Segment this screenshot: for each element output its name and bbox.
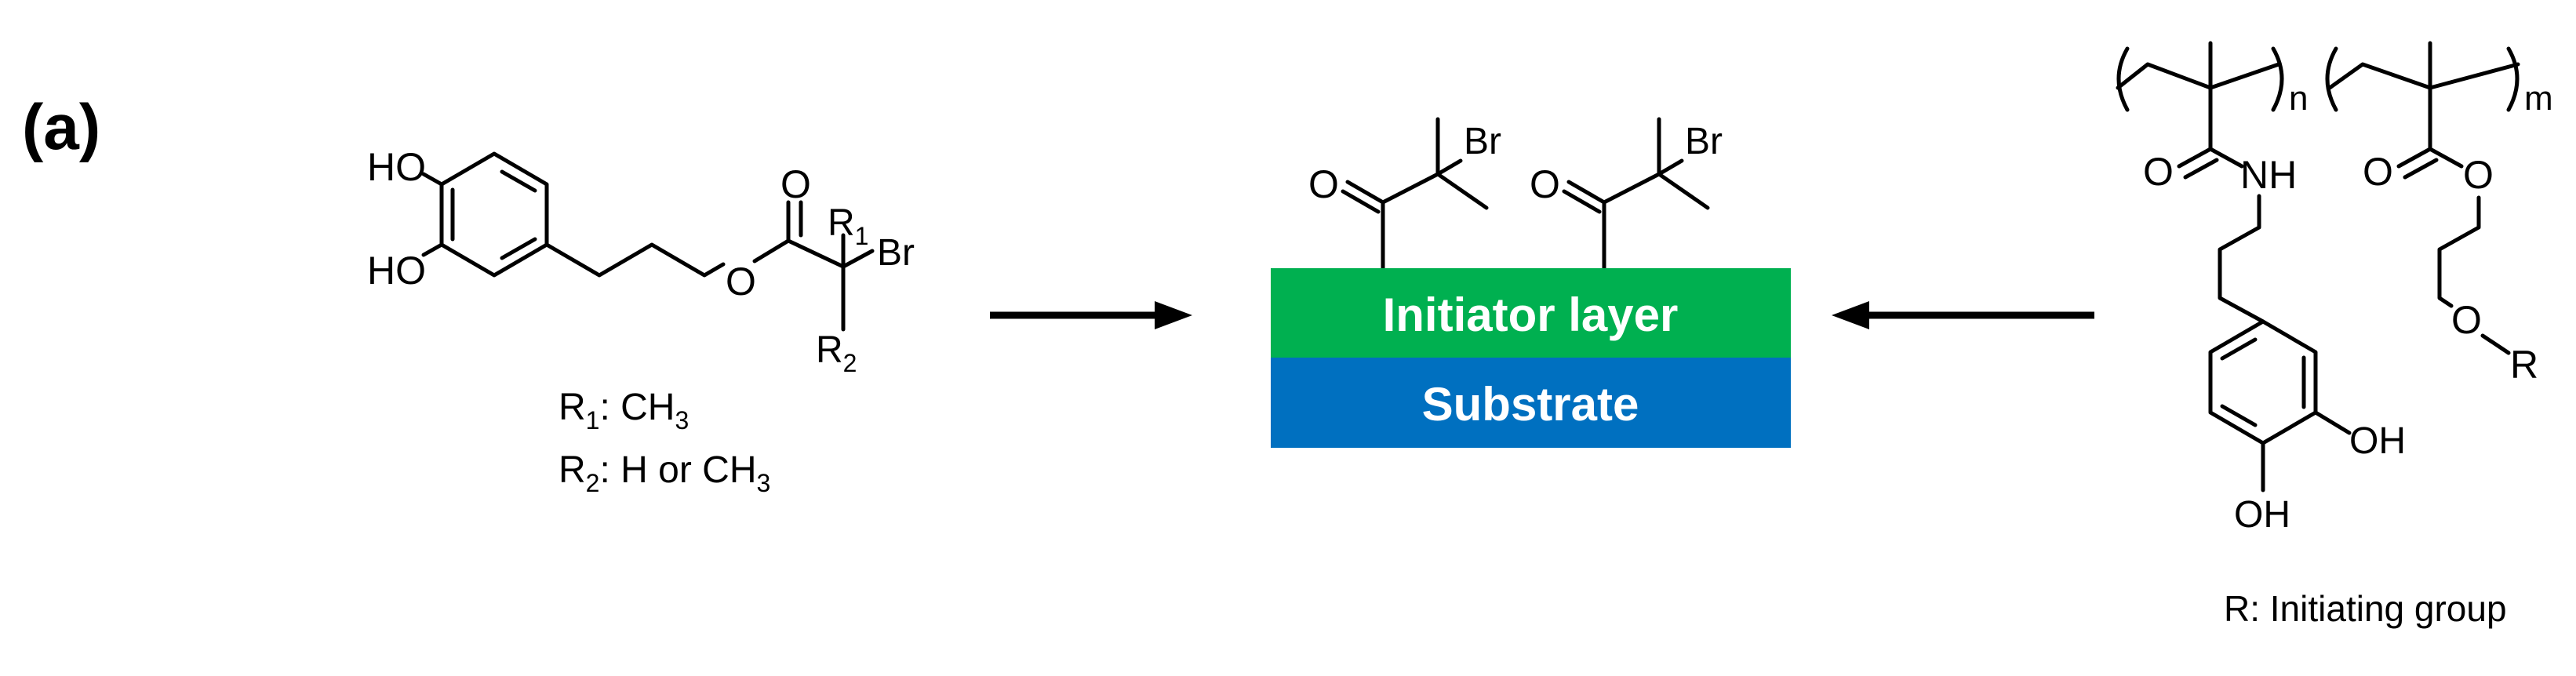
right-copolymer-molecule: n m O NH OH OH O O O R [2116,41,2553,629]
ring-double-bond [500,237,537,260]
oh-bond-right [2313,410,2352,435]
br1-label: Br [1464,121,1501,162]
dopamine-ring [2208,319,2318,445]
oh-right-label: OH [2349,420,2406,462]
backbone-m [2327,62,2520,90]
oh-bond-top [421,172,444,187]
amide-o-label: O [2143,150,2174,194]
ring-double-bond [2220,337,2258,361]
r2-label: R2 [816,329,857,377]
ethylamine-chain [2218,194,2265,324]
backbone-n [2116,62,2281,90]
substrate-band [1271,358,1791,448]
br2-label: Br [1685,121,1723,162]
left-initiator-molecule: HO HO O O R1 Br R2 R1: CH3 R2: H or CH3 [367,145,915,497]
carbonyl-double [1562,189,1602,214]
catechol-ring [439,151,549,278]
o-r-bond [2480,333,2511,355]
c-c-bond [1381,172,1440,205]
ester-o-top-label: O [2363,150,2393,194]
ester-o-bond [2428,147,2464,169]
methyl-right [1435,172,1489,210]
ester-o-bottom: O [726,260,756,303]
ring-double-bond [500,169,537,193]
o-r-label: O [2451,298,2482,342]
substrate-label: Substrate [1422,378,1639,431]
carbonyl-double [1341,189,1381,214]
bracket-m-right [2506,46,2520,112]
sub-m: m [2524,79,2553,118]
carbonyl-bond [1345,180,1385,205]
amide-co [2177,147,2213,169]
initiator-layer-label: Initiator layer [1383,289,1679,341]
oh-top-label: HO [367,145,426,189]
c-alpha-bond [786,238,846,269]
ethyl-chain [544,242,726,278]
ester-o-top: O [780,162,811,206]
ring-double-bond [2220,404,2258,427]
anchored-initiator-2: O Br [1530,117,1723,271]
panel-label: (a) [22,92,100,163]
o2-label: O [1530,162,1560,206]
oh-bottom-label: HO [367,249,426,293]
ester-co-double [2403,158,2439,180]
legend-r1: R1: CH3 [558,387,689,434]
methyl-right [1657,172,1710,210]
legend-r2: R2: H or CH3 [558,449,770,497]
oh-bond-bottom [421,242,444,257]
surface-initiator-stack: O Br O Br Initiator layer Substrate [1271,117,1791,448]
c-c-bond [1602,172,1661,205]
ethoxy-chain [2437,195,2481,308]
br-bond [841,249,875,269]
bracket-n-right [2271,46,2284,112]
br-bond [1435,158,1463,176]
br-label: Br [877,232,915,274]
sub-n: n [2289,79,2308,118]
anchored-initiator-1: O Br [1308,117,1501,271]
nh-label: NH [2240,153,2297,197]
oh-bottom-label: OH [2234,494,2290,536]
br-bond [1657,158,1684,176]
ester-co [2396,147,2432,169]
arrow-left-to-center [990,301,1192,329]
ester-o-bond [752,238,791,263]
r-legend: R: Initiating group [2224,588,2507,629]
r-label: R [2510,343,2538,387]
c-n-bond [2208,147,2244,169]
carbonyl-bond [1566,180,1606,205]
bracket-n-left [2116,46,2130,112]
o1-label: O [1308,162,1339,206]
ester-o-link-label: O [2463,153,2494,197]
r1-label: R1 [828,202,868,250]
bracket-m-left [2325,46,2338,112]
initiator-layer-band [1271,268,1791,358]
arrow-right-to-center [1832,301,2094,329]
amide-co-double [2183,158,2219,180]
